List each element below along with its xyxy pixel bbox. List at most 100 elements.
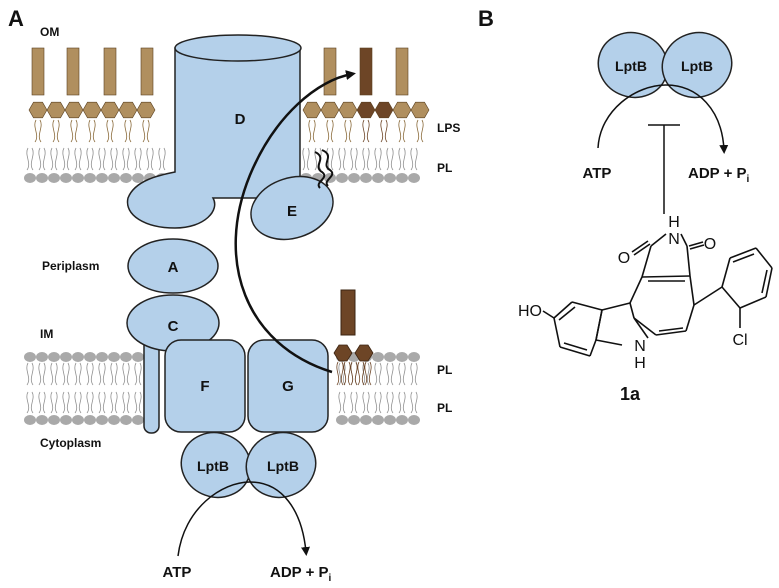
lipid-tail <box>110 391 114 414</box>
lps-core <box>28 101 48 119</box>
lipid-tail <box>86 391 90 414</box>
lipid-tail <box>362 147 366 171</box>
imide-n-label: N <box>668 231 680 248</box>
lipid-tail <box>54 362 58 386</box>
imide-h-label: H <box>668 214 680 231</box>
carbonyl-o-right-label: O <box>704 236 716 253</box>
lipid-tail <box>134 362 138 386</box>
lipid-tail <box>390 391 394 414</box>
lipid-tail <box>374 362 378 386</box>
lipid-tail <box>414 362 418 386</box>
compound-1a-atom-labels: N H O O HO N H Cl <box>518 214 748 372</box>
lipid-tail <box>398 391 402 414</box>
lipid-tail <box>357 361 361 386</box>
lps-core <box>338 101 358 119</box>
adp-label-b: ADP + Pi <box>688 165 750 185</box>
lps-oantigen <box>103 47 117 96</box>
carbonyl-o-left-label: O <box>618 250 630 267</box>
lipid-tail <box>378 362 382 386</box>
lipid-tail <box>326 119 330 143</box>
lipid-tail <box>386 362 390 386</box>
lpte-protein <box>250 175 334 241</box>
lps-oantigen <box>66 47 80 96</box>
pl-head <box>108 173 120 183</box>
lipid-tail <box>34 119 38 143</box>
lipid-tail <box>146 147 150 171</box>
lipid-tail <box>52 119 56 143</box>
lps-oantigen <box>395 47 409 96</box>
lps-label: LPS <box>437 121 460 135</box>
pl-head <box>336 415 348 425</box>
pl-head <box>384 352 396 362</box>
inner-pl-bottom-heads <box>24 415 420 425</box>
lipid-tail <box>122 147 126 171</box>
pl-head <box>396 173 408 183</box>
lipid-tail <box>306 147 310 171</box>
lipid-tail <box>98 147 102 171</box>
lps-oantigen <box>359 47 373 96</box>
indole-h-label: H <box>634 355 646 372</box>
lipid-tail <box>90 362 94 386</box>
pl-head <box>408 352 420 362</box>
lipid-tail <box>98 391 102 414</box>
lipid-tail <box>420 119 424 143</box>
lipid-tail <box>378 147 382 171</box>
lipid-tail <box>380 119 384 143</box>
compound-1a-structure <box>542 233 773 357</box>
lipid-tail <box>342 362 346 386</box>
lipid-tail <box>54 391 58 414</box>
lipid-tail <box>146 119 150 143</box>
lipid-tail <box>386 147 390 171</box>
lipid-tail <box>30 362 34 386</box>
lipid-tail <box>361 361 365 386</box>
lipid-tail <box>26 362 30 386</box>
lipid-tail <box>347 361 351 386</box>
lipid-tail <box>134 147 138 171</box>
compound-label: 1a <box>620 384 641 404</box>
lps-oantigen <box>323 47 337 96</box>
lipid-tail <box>122 391 126 414</box>
outer-pl-tails <box>26 147 418 171</box>
lps-core <box>136 101 156 119</box>
lptb-right-protein-b <box>661 31 733 99</box>
pl-head <box>396 352 408 362</box>
lipid-tail <box>38 119 42 143</box>
lipid-tail <box>378 391 382 414</box>
lipid-tail <box>42 391 46 414</box>
lipid-tail <box>402 147 406 171</box>
lipid-tail <box>110 119 114 143</box>
lipid-tail <box>74 391 78 414</box>
lps-lipid-tails <box>34 119 424 143</box>
lps-core <box>392 101 412 119</box>
lptb-left-label: LptB <box>197 458 229 474</box>
lipid-tail <box>124 119 128 143</box>
lipid-tail <box>336 361 340 386</box>
lipid-tail <box>354 147 358 171</box>
lipid-tail <box>354 391 358 414</box>
pl-head <box>36 415 48 425</box>
pl-head <box>132 173 144 183</box>
indole-n-label: N <box>634 338 646 355</box>
lps-in-inner-membrane <box>333 289 374 386</box>
lipid-tail <box>398 147 402 171</box>
lptb-left-label-b: LptB <box>615 58 647 74</box>
lipid-tail <box>314 147 318 171</box>
lipid-tail <box>330 147 334 171</box>
lps-core <box>320 101 340 119</box>
pl-head <box>120 352 132 362</box>
lipid-tail <box>114 391 118 414</box>
cytoplasm-label: Cytoplasm <box>40 436 101 450</box>
pl-inner-top-label: PL <box>437 363 452 377</box>
om-label: OM <box>40 25 59 39</box>
lipid-tail <box>78 147 82 171</box>
lpte-lipid-anchor <box>314 149 334 189</box>
lipid-tail <box>302 147 306 171</box>
lipid-tail <box>90 147 94 171</box>
lptf-protein <box>164 339 246 433</box>
lipid-tail <box>114 362 118 386</box>
pl-head <box>120 415 132 425</box>
lipid-tail <box>26 147 30 171</box>
lipid-tail <box>114 147 118 171</box>
protein-e-label: E <box>287 203 297 220</box>
pl-head <box>96 173 108 183</box>
